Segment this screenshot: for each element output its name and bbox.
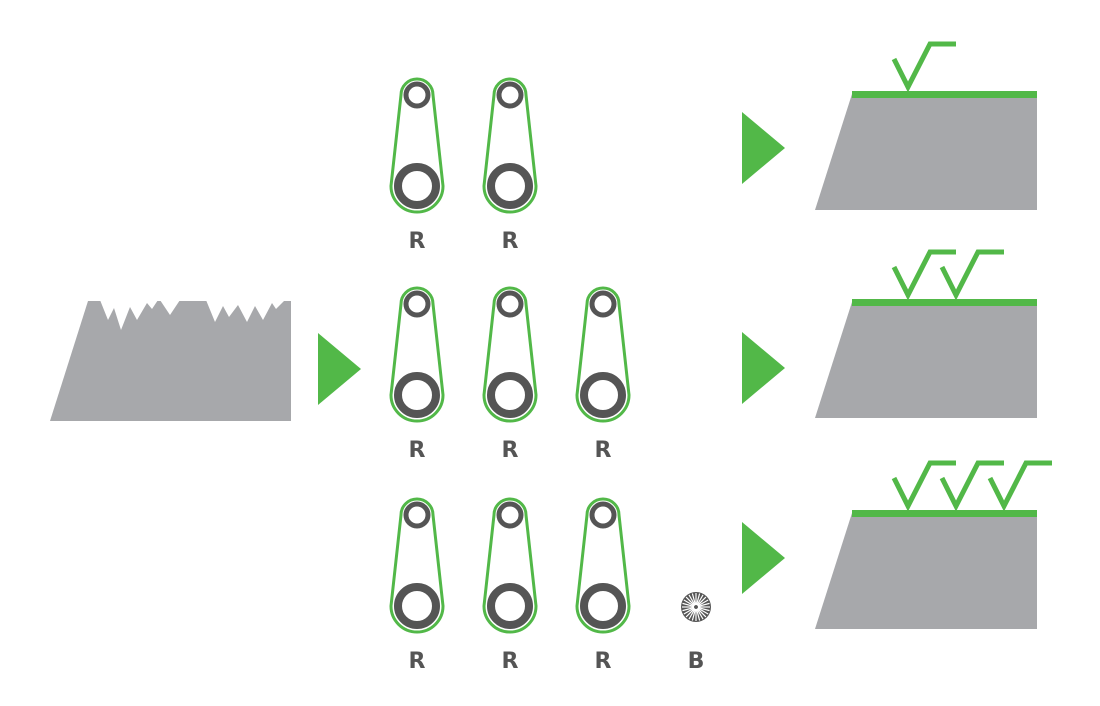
arrows-group bbox=[318, 112, 785, 594]
large-pulley-icon bbox=[394, 372, 440, 418]
brush-bristle bbox=[697, 607, 709, 615]
smooth-surface-body bbox=[815, 94, 1037, 210]
rough-notch-left bbox=[100, 300, 158, 330]
rough-notch-right bbox=[206, 300, 285, 322]
large-pulley-icon bbox=[487, 583, 533, 629]
brush-bristle bbox=[696, 607, 707, 618]
roller-belt-icon: R bbox=[482, 286, 538, 463]
finish-line bbox=[852, 299, 1037, 306]
small-pulley-icon bbox=[496, 290, 524, 318]
stage-label: R bbox=[595, 649, 612, 674]
check-icon bbox=[891, 249, 956, 301]
roller-belt-icon: R bbox=[389, 77, 445, 254]
brush-bristle bbox=[682, 606, 695, 612]
check-icon bbox=[891, 41, 956, 93]
roller-belt-icon: R bbox=[389, 497, 445, 674]
brush-bristle bbox=[696, 594, 704, 606]
brush-bristle bbox=[696, 608, 704, 620]
brush-bristle bbox=[697, 602, 710, 608]
rough-surface-icon bbox=[50, 300, 291, 421]
small-pulley-icon bbox=[589, 501, 617, 529]
stage-label: R bbox=[502, 649, 519, 674]
belt-outline bbox=[482, 497, 538, 634]
check-icon bbox=[987, 460, 1052, 512]
stage-label: R bbox=[409, 649, 426, 674]
brush-bristle bbox=[695, 593, 701, 606]
input-group bbox=[50, 300, 291, 421]
brush-bristle bbox=[691, 593, 697, 606]
finish-line bbox=[852, 91, 1037, 98]
brush-bristle bbox=[697, 606, 710, 612]
belt-outline bbox=[389, 286, 445, 423]
small-pulley-icon bbox=[403, 501, 431, 529]
result-arrow-icon bbox=[742, 332, 785, 404]
small-pulley-icon bbox=[403, 290, 431, 318]
result-arrow-icon bbox=[742, 522, 785, 594]
belt-outline bbox=[482, 77, 538, 214]
input-arrow-icon bbox=[318, 333, 361, 405]
smooth-surface-body bbox=[815, 302, 1037, 418]
results-group bbox=[815, 41, 1052, 629]
roller-belt-icon: R bbox=[482, 497, 538, 674]
brush-bristle bbox=[688, 608, 696, 620]
smooth-surface-icon bbox=[815, 299, 1037, 418]
belt-outline bbox=[389, 497, 445, 634]
stage-label: R bbox=[502, 438, 519, 463]
stage-label: R bbox=[595, 438, 612, 463]
brush-bristle bbox=[696, 596, 707, 607]
large-pulley-icon bbox=[487, 163, 533, 209]
large-pulley-icon bbox=[580, 372, 626, 418]
rough-notch-mid bbox=[160, 300, 180, 315]
brush-bristle bbox=[688, 594, 696, 606]
belt-outline bbox=[389, 77, 445, 214]
check-icon bbox=[939, 249, 1004, 301]
stage-label: R bbox=[409, 229, 426, 254]
brush-bristle bbox=[695, 608, 701, 621]
brush-bristle bbox=[691, 608, 697, 621]
large-pulley-icon bbox=[394, 583, 440, 629]
brush-bristle bbox=[682, 602, 695, 608]
belt-outline bbox=[482, 286, 538, 423]
roller-belt-icon: R bbox=[575, 497, 631, 674]
stage-label: R bbox=[409, 438, 426, 463]
roller-belt-icon: R bbox=[389, 286, 445, 463]
result-arrow-icon bbox=[742, 112, 785, 184]
small-pulley-icon bbox=[496, 501, 524, 529]
small-pulley-icon bbox=[403, 81, 431, 109]
brush-bristle bbox=[683, 599, 695, 607]
roller-belt-icon: R bbox=[575, 286, 631, 463]
finish-line bbox=[852, 510, 1037, 517]
brush-bristle bbox=[685, 607, 696, 618]
smooth-surface-icon bbox=[815, 510, 1037, 629]
large-pulley-icon bbox=[487, 372, 533, 418]
brush-icon: B bbox=[681, 592, 711, 674]
smooth-surface-body bbox=[815, 513, 1037, 629]
small-pulley-icon bbox=[496, 81, 524, 109]
belt-outline bbox=[575, 286, 631, 423]
large-pulley-icon bbox=[580, 583, 626, 629]
small-pulley-icon bbox=[589, 290, 617, 318]
brush-bristle bbox=[685, 596, 696, 607]
brush-bristle bbox=[697, 599, 709, 607]
check-icon bbox=[939, 460, 1004, 512]
smooth-surface-icon bbox=[815, 91, 1037, 210]
stages-group: R R R R R R R R B bbox=[389, 77, 711, 674]
belt-outline bbox=[575, 497, 631, 634]
large-pulley-icon bbox=[394, 163, 440, 209]
stage-label: B bbox=[688, 649, 705, 674]
rough-surface-body bbox=[50, 301, 291, 421]
check-icon bbox=[891, 460, 956, 512]
brush-bristle bbox=[683, 607, 695, 615]
roller-belt-icon: R bbox=[482, 77, 538, 254]
stage-label: R bbox=[502, 229, 519, 254]
